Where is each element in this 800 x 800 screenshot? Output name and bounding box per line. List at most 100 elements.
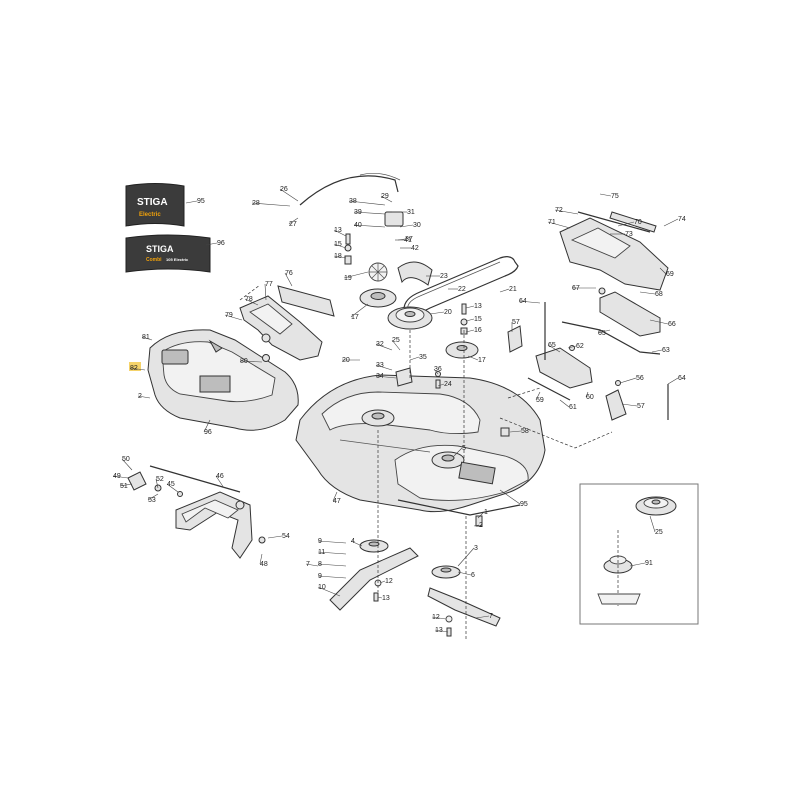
- callout-label: 4: [351, 538, 355, 545]
- callout-label: 71: [548, 219, 556, 226]
- callout-label: 65: [598, 330, 606, 337]
- callout-leader: [350, 303, 369, 318]
- callout-label: 12: [432, 614, 440, 621]
- callout-leader: [348, 200, 386, 206]
- callout-label: 95: [197, 198, 205, 205]
- callout-label: 68: [655, 291, 663, 298]
- bolt-hardware: [344, 233, 510, 527]
- callout-label: 58: [521, 428, 529, 435]
- front-linkage: [127, 465, 266, 559]
- callout-leader: [377, 596, 383, 599]
- callout-label: 3: [474, 545, 478, 552]
- callout-label: 7: [489, 613, 493, 620]
- callout-leader: [119, 483, 133, 487]
- callout-leader: [129, 367, 146, 371]
- callout-label: 22: [458, 286, 466, 293]
- callout-leader: [409, 356, 420, 361]
- callout-leader: [317, 575, 347, 579]
- deck-cover: [147, 329, 299, 431]
- callout-label: 13: [435, 627, 443, 634]
- callout-leader: [649, 515, 656, 533]
- callout-leader: [663, 218, 679, 227]
- callout-label: 46: [216, 473, 224, 480]
- callout-leader: [375, 343, 393, 351]
- callout-label: 17: [478, 357, 486, 364]
- callout-leader: [284, 272, 293, 287]
- callout-leader: [651, 349, 663, 353]
- callout-leader: [547, 221, 571, 229]
- callout-leader: [465, 318, 475, 322]
- callout-leader: [375, 364, 393, 371]
- callout-leader: [509, 430, 522, 433]
- callout-leader: [554, 209, 579, 215]
- callout-label: 5: [462, 445, 466, 452]
- callout-label: 59: [536, 397, 544, 404]
- callout-leader: [205, 242, 218, 246]
- callout-label: 15: [334, 241, 342, 248]
- decal-model: 105 Electric: [166, 257, 189, 262]
- callout-leader: [279, 188, 299, 202]
- callout-leader: [599, 193, 612, 197]
- callout-label: 19: [344, 275, 352, 282]
- callout-label: 18: [334, 253, 342, 260]
- callout-leader: [317, 563, 347, 567]
- callout-leader: [375, 375, 397, 379]
- callout-label: 75: [611, 193, 619, 200]
- callout-leader: [267, 535, 283, 539]
- callout-label: 32: [376, 341, 384, 348]
- callout-leader: [239, 360, 263, 363]
- callout-label: 25: [655, 529, 663, 536]
- callout-leader: [379, 580, 386, 584]
- callout-leader: [305, 563, 319, 567]
- callout-leader: [264, 283, 267, 301]
- callout-label: 82: [130, 365, 138, 372]
- callout-label: 41: [404, 237, 412, 244]
- callout-leader: [619, 377, 637, 384]
- callout-label: 67: [572, 285, 580, 292]
- callout-leader: [659, 267, 667, 275]
- callout-label: 20: [342, 357, 350, 364]
- callout-label: 65: [548, 342, 556, 349]
- callout-label: 9: [318, 573, 322, 580]
- decal-95: STIGA Electric: [125, 183, 185, 227]
- callout-leader: [137, 395, 151, 399]
- highlight-callout-82: [129, 362, 141, 371]
- callout-label: 79: [225, 312, 233, 319]
- decal-brand: STIGA: [146, 244, 174, 254]
- callout-leader: [499, 288, 510, 293]
- callout-label: 38: [349, 198, 357, 205]
- callout-label: 57: [512, 319, 520, 326]
- callout-label: 61: [569, 404, 577, 411]
- callout-leader: [667, 377, 679, 385]
- callout-label: 52: [156, 476, 164, 483]
- callout-label: 96: [217, 240, 225, 247]
- callout-label: 39: [354, 209, 362, 216]
- callout-label: 47: [333, 498, 341, 505]
- callout-label: 51: [120, 483, 128, 490]
- callout-leader: [155, 478, 159, 489]
- callout-leader: [317, 540, 347, 544]
- callout-label: 49: [113, 473, 121, 480]
- callout-label: 35: [419, 354, 427, 361]
- callout-leader: [475, 615, 490, 619]
- callout-label: 63: [662, 347, 670, 354]
- callout-leader: [333, 243, 347, 249]
- callout-label: 24: [444, 381, 452, 388]
- callout-label: 96: [204, 429, 212, 436]
- callout-leader: [353, 211, 386, 215]
- callout-label: 45: [167, 481, 175, 488]
- callout-leader: [215, 475, 225, 489]
- callout-label: 2: [138, 393, 142, 400]
- callout-leader: [473, 524, 480, 527]
- callout-label: 64: [678, 375, 686, 382]
- callout-leader: [224, 314, 243, 321]
- callout-label: 15: [474, 316, 482, 323]
- callout-label: 28: [252, 200, 260, 207]
- callout-leader: [649, 319, 669, 325]
- callout-label: 10: [318, 584, 326, 591]
- callout-label: 81: [142, 334, 150, 341]
- callout-label: 20: [444, 309, 452, 316]
- callout-leader: [621, 403, 638, 407]
- callout-label: 74: [678, 216, 686, 223]
